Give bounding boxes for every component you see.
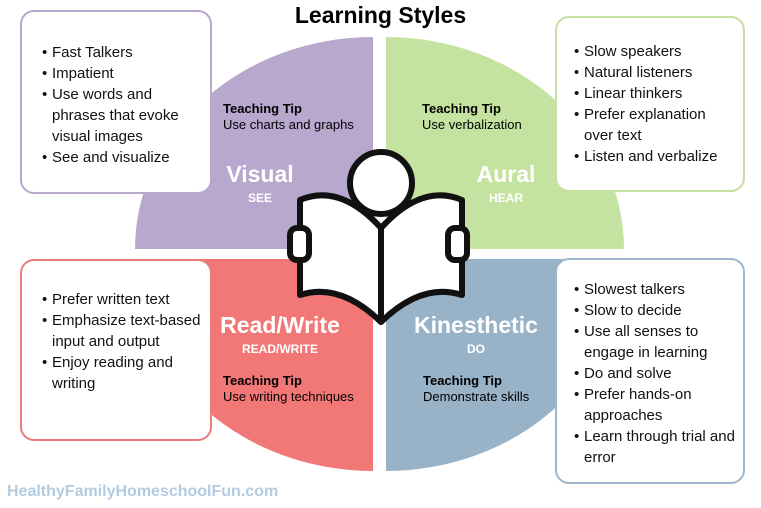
kinesthetic-sub: DO — [467, 342, 485, 356]
kinesthetic-tip-text: Demonstrate skills — [423, 389, 530, 404]
aural-tip-heading: Teaching Tip — [422, 101, 501, 116]
list-item: Listen and verbalize — [574, 146, 735, 167]
aural-teaching-tip: Teaching Tip Use verbalization — [422, 101, 522, 133]
list-item: Prefer hands-on approaches — [574, 384, 735, 426]
list-item: Fast Talkers — [42, 42, 202, 63]
list-item: Learn through trial and error — [574, 426, 735, 468]
visual-tip-text: Use charts and graphs — [223, 117, 354, 132]
list-item: Prefer explanation over text — [574, 104, 735, 146]
read-write-label: Read/Write READ/WRITE — [200, 312, 360, 356]
visual-sub: SEE — [247, 191, 272, 205]
list-item: Slow to decide — [574, 300, 735, 321]
list-item: Enjoy reading and writing — [42, 352, 202, 394]
visual-traits-box: Fast Talkers Impatient Use words and phr… — [20, 10, 212, 194]
diagram-title: Learning Styles — [294, 2, 467, 28]
visual-name: Visual — [226, 161, 294, 187]
aural-sub: HEAR — [488, 191, 523, 205]
kinesthetic-tip-heading: Teaching Tip — [423, 373, 502, 388]
kinesthetic-label: Kinesthetic DO — [401, 312, 551, 356]
list-item: Use all senses to engage in learning — [574, 321, 735, 363]
aural-name: Aural — [476, 161, 536, 187]
read-write-teaching-tip: Teaching Tip Use writing techniques — [223, 373, 354, 405]
visual-tip-heading: Teaching Tip — [223, 101, 302, 116]
list-item: Natural listeners — [574, 62, 735, 83]
list-item: See and visualize — [42, 147, 202, 168]
visual-label: Visual SEE — [195, 161, 325, 205]
list-item: Do and solve — [574, 363, 735, 384]
list-item: Linear thinkers — [574, 83, 735, 104]
read-write-sub: READ/WRITE — [242, 342, 318, 356]
read-write-traits-list: Prefer written text Emphasize text-based… — [42, 289, 202, 394]
read-write-tip-heading: Teaching Tip — [223, 373, 302, 388]
kinesthetic-traits-box: Slowest talkers Slow to decide Use all s… — [555, 258, 745, 484]
read-write-traits-box: Prefer written text Emphasize text-based… — [20, 259, 212, 441]
list-item: Emphasize text-based input and output — [42, 310, 202, 352]
footer-watermark: HealthyFamilyHomeschoolFun.com — [7, 483, 279, 500]
aural-tip-text: Use verbalization — [422, 117, 522, 132]
kinesthetic-name: Kinesthetic — [414, 312, 538, 338]
kinesthetic-teaching-tip: Teaching Tip Demonstrate skills — [423, 373, 529, 405]
list-item: Slow speakers — [574, 41, 735, 62]
list-item: Use words and phrases that evoke visual … — [42, 84, 202, 147]
kinesthetic-traits-list: Slowest talkers Slow to decide Use all s… — [574, 279, 735, 468]
read-write-name: Read/Write — [220, 312, 340, 338]
list-item: Slowest talkers — [574, 279, 735, 300]
person-reading-book-icon — [287, 149, 470, 325]
aural-label: Aural HEAR — [441, 161, 571, 205]
visual-teaching-tip: Teaching Tip Use charts and graphs — [223, 101, 354, 133]
aural-traits-list: Slow speakers Natural listeners Linear t… — [574, 41, 735, 167]
read-write-tip-text: Use writing techniques — [223, 389, 354, 404]
aural-traits-box: Slow speakers Natural listeners Linear t… — [555, 16, 745, 192]
list-item: Impatient — [42, 63, 202, 84]
list-item: Prefer written text — [42, 289, 202, 310]
visual-traits-list: Fast Talkers Impatient Use words and phr… — [42, 42, 202, 168]
